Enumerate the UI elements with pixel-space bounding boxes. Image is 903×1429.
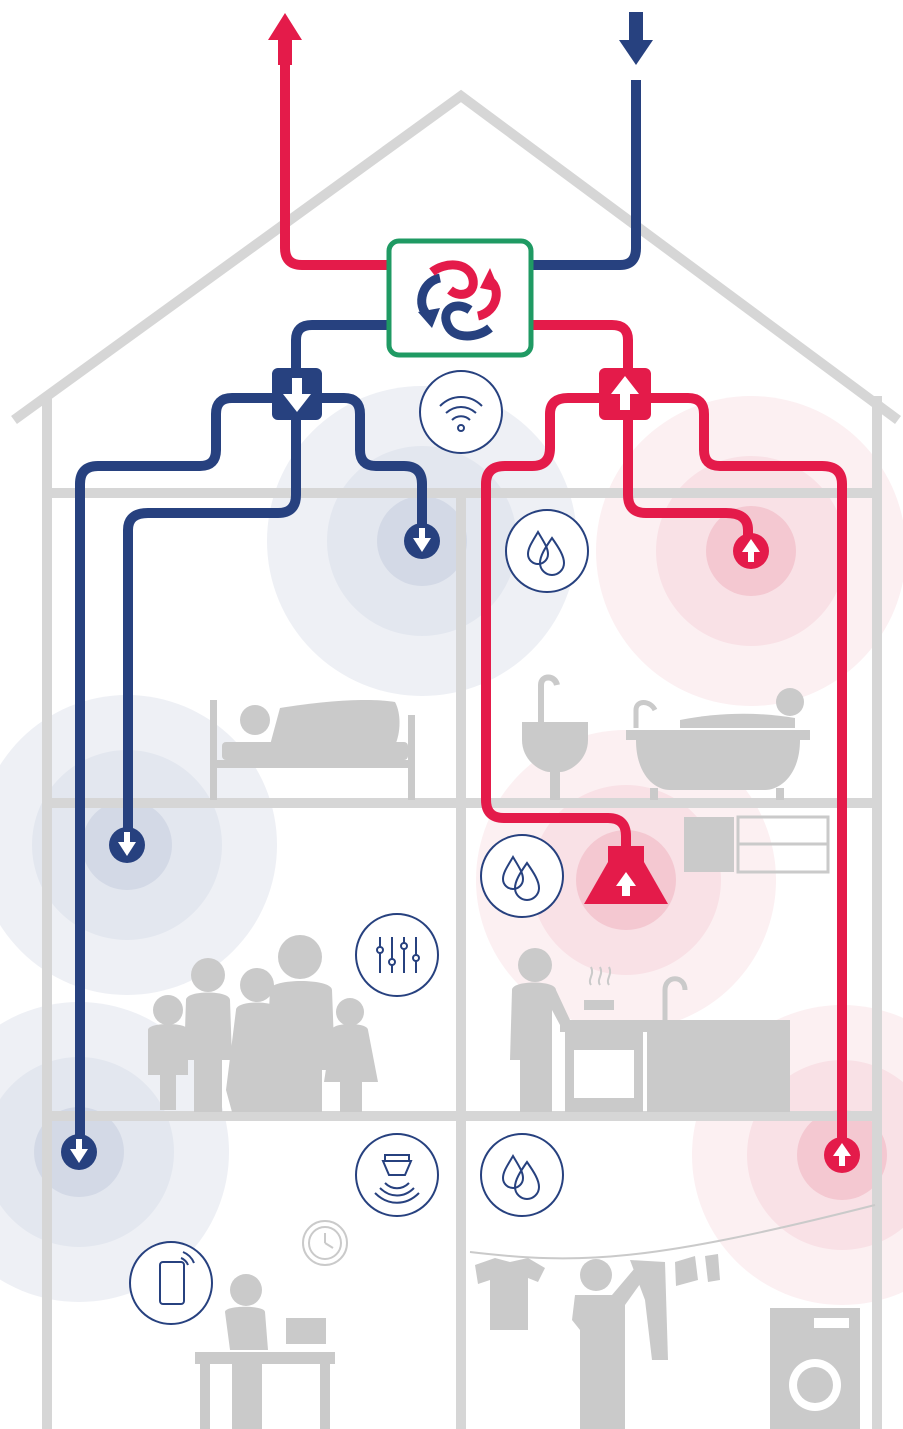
- feature-icons: [129, 370, 589, 1325]
- supply-duct-office: [75, 393, 296, 1135]
- water-drops-icon: [505, 509, 589, 593]
- bed-silhouette: [210, 700, 415, 800]
- intake-arrow-icon: [619, 12, 653, 65]
- laundry-line: [469, 1204, 876, 1429]
- kitchen-counter-silhouette: [560, 966, 790, 1112]
- extract-valve-bathroom: [733, 533, 769, 569]
- supply-duct-bedroom: [296, 393, 427, 528]
- heat-recovery-unit: [386, 238, 534, 358]
- supply-valve-living: [109, 827, 145, 863]
- extract-ducts: [280, 65, 847, 1150]
- water-drops-icon: [480, 1133, 564, 1217]
- clock-icon: [302, 1220, 348, 1266]
- washing-machine-silhouette: [770, 1308, 860, 1429]
- heat-exchange-arrows-icon: [417, 260, 501, 341]
- cabinet-silhouette: [684, 815, 830, 874]
- exhaust-air-duct: [280, 65, 389, 270]
- sink-silhouette: [522, 674, 588, 800]
- room-scenes: [148, 674, 876, 1429]
- supply-ducts: [75, 80, 641, 1135]
- extract-duct-kitchen: [481, 393, 631, 850]
- cooker-hood-extract: [584, 846, 668, 904]
- extract-duct-utility: [628, 393, 847, 1150]
- supply-valve-office: [61, 1134, 97, 1170]
- wifi-icon: [419, 370, 503, 454]
- family-silhouette: [148, 935, 378, 1112]
- supply-main-duct: [291, 320, 389, 370]
- fresh-air-intake-duct: [530, 80, 641, 270]
- supply-duct-living: [123, 410, 301, 830]
- ceiling-sensor-icon: [355, 1133, 439, 1217]
- cook-silhouette: [510, 948, 570, 1112]
- supply-distribution-box: [272, 368, 322, 420]
- sliders-icon: [355, 913, 439, 997]
- house-outline: [11, 89, 901, 1429]
- water-drops-icon: [480, 834, 564, 918]
- extract-distribution-box: [599, 368, 651, 420]
- smartphone-icon: [129, 1241, 213, 1325]
- extract-valve-utility: [824, 1137, 860, 1173]
- extract-duct-bathroom: [623, 410, 753, 545]
- supply-valve-bedroom: [404, 523, 440, 559]
- exhaust-arrow-icon: [268, 13, 302, 65]
- desk-person-silhouette: [195, 1274, 335, 1429]
- extract-main-duct: [530, 320, 633, 370]
- bathtub-silhouette: [626, 688, 810, 800]
